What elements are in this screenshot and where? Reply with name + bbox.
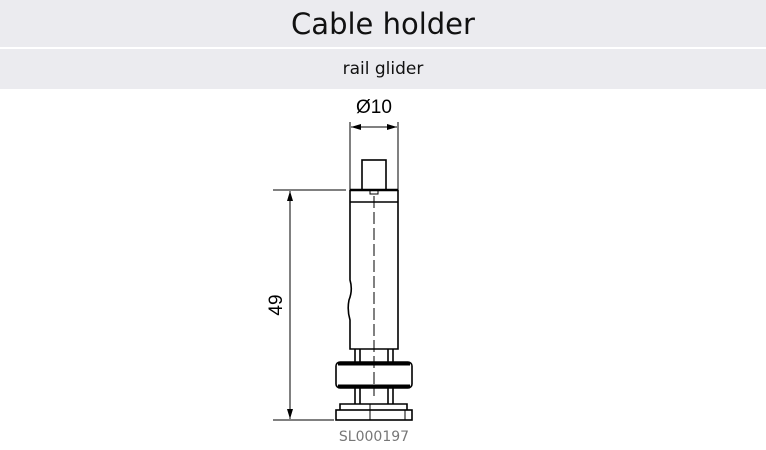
diameter-label: Ø10	[356, 97, 392, 118]
height-dimension	[273, 189, 346, 421]
height-label: 49	[266, 294, 287, 315]
part-outline	[335, 159, 413, 421]
page-subtitle: rail glider	[342, 59, 424, 79]
drawing-code: SL000197	[339, 429, 409, 445]
subtitle-band: rail glider	[0, 49, 766, 89]
diameter-dimension	[349, 122, 399, 190]
page-title: Cable holder	[291, 6, 475, 41]
title-band: Cable holder	[0, 0, 766, 47]
